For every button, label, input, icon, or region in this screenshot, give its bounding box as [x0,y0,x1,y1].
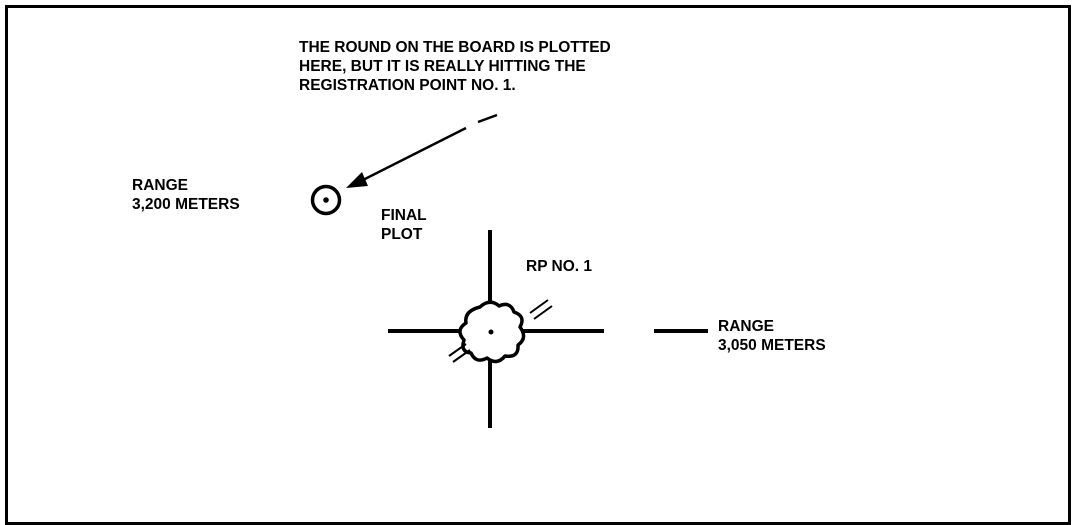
plotted-range-title: RANGE [132,176,240,195]
rp-range-label: RANGE 3,050 METERS [718,317,826,355]
plotted-range-value: 3,200 METERS [132,195,240,214]
callout-line-2: HERE, BUT IT IS REALLY HITTING THE [299,57,611,76]
callout-line-3: REGISTRATION POINT NO. 1. [299,76,611,95]
final-plot-line-1: FINAL [381,206,427,225]
rp-label: RP NO. 1 [526,257,592,276]
circled-dot-icon [313,187,340,214]
arrow-icon [346,115,497,188]
final-plot-label: FINAL PLOT [381,206,427,244]
rp-range-title: RANGE [718,317,826,336]
final-plot-line-2: PLOT [381,225,427,244]
callout-text: THE ROUND ON THE BOARD IS PLOTTED HERE, … [299,38,611,95]
plotted-range-label: RANGE 3,200 METERS [132,176,240,214]
callout-line-1: THE ROUND ON THE BOARD IS PLOTTED [299,38,611,57]
rp-range-value: 3,050 METERS [718,336,826,355]
